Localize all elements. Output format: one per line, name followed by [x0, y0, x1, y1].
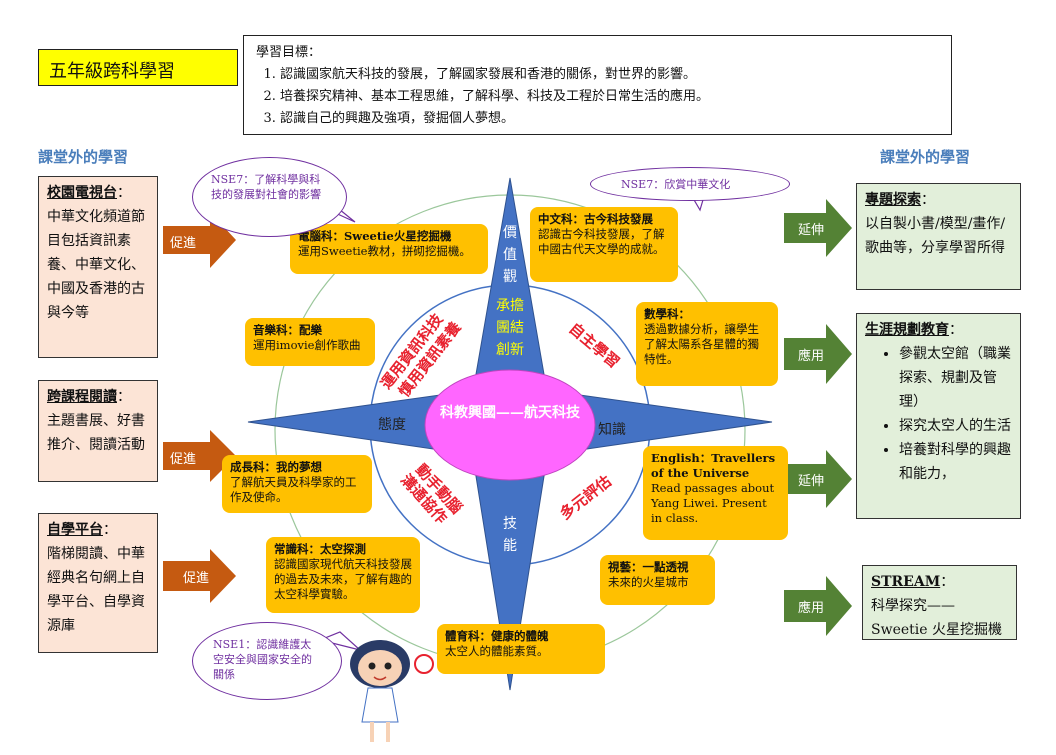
campus-tv-box: 校園電視台： 中華文化頻道節目包括資訊素養、中華文化、中國及香港的古與今等 — [38, 176, 158, 358]
box-title: 自學平台 — [47, 522, 103, 538]
list-item: 探究太空人的生活 — [899, 414, 1012, 438]
goals-heading: 學習目標： — [256, 45, 322, 60]
card-body: 認識國家現代航天科技發展的過去及未來，了解有趣的太空科學實驗。 — [274, 557, 412, 601]
list-item: 培養對科學的興趣和能力， — [899, 438, 1012, 486]
apply-label: 應用 — [798, 349, 825, 364]
outside-learning-right-heading: 課堂外的學習 — [880, 148, 971, 166]
goal-item: 培養探究精神、基本工程思維，了解科學、科技及工程於日常生活的應用。 — [280, 86, 939, 108]
astronaut-girl-illustration — [350, 640, 434, 742]
card-title: 視藝：一點透視 — [608, 560, 689, 574]
card-title: 成長科：我的夢想 — [230, 460, 322, 474]
compass-north-label: 價值觀 — [503, 225, 517, 285]
ring-label-ne: 自主學習 — [565, 319, 623, 371]
card-body: 太空人的體能素質。 — [445, 644, 549, 658]
box-body: 階梯閱讀、中華經典名句網上自學平台、自學資源庫 — [47, 546, 145, 634]
nse1-security-bubble: NSE1：認識維護太空安全與國家安全的關係 — [192, 622, 342, 700]
extend-arrow — [784, 450, 852, 508]
value-item: 創新 — [496, 342, 524, 358]
box-body: 以自製小書/模型/畫作/歌曲等，分享學習所得 — [865, 216, 1006, 256]
goal-item: 認識自己的興趣及強項，發掘個人夢想。 — [280, 108, 939, 130]
box-title: 校園電視台 — [47, 185, 117, 201]
card-title: English：Travellers of the Universe — [651, 451, 776, 480]
bubble-tail — [318, 631, 361, 651]
card-body: 運用Sweetie教材，拼砌挖掘機。 — [298, 244, 471, 258]
stream-box: STREAM： 科學探究——Sweetie 火星挖掘機 — [862, 565, 1017, 640]
goals-list: 認識國家航天科技的發展，了解國家發展和香港的關係，對世界的影響。 培養探究精神、… — [256, 64, 939, 130]
box-body: 中華文化頻道節目包括資訊素養、中華文化、中國及香港的古與今等 — [47, 209, 145, 321]
visual-arts-card: 視藝：一點透視 未來的火星城市 — [600, 555, 715, 605]
card-title: 音樂科：配樂 — [253, 323, 322, 337]
apply-arrow — [784, 576, 852, 636]
card-body: 認識古今科技發展，了解中國古代天文學的成就。 — [538, 227, 665, 256]
extend-arrow — [784, 199, 852, 257]
compass-west-label: 態度 — [378, 417, 406, 433]
box-title: 專題探索 — [865, 192, 921, 208]
goal-item: 認識國家航天科技的發展，了解國家發展和香港的關係，對世界的影響。 — [280, 64, 939, 86]
bullet-list: 參觀太空館（職業探索、規劃及管理） 探究太空人的生活 培養對科學的興趣和能力， — [865, 342, 1012, 486]
nse7-culture-bubble: NSE7：欣賞中華文化 — [590, 167, 790, 201]
growth-subject-card: 成長科：我的夢想 了解航天員及科學家的工作及使命。 — [222, 455, 372, 513]
center-ellipse — [424, 369, 596, 481]
box-title: STREAM — [871, 574, 941, 590]
apply-label: 應用 — [798, 601, 825, 616]
list-item: 參觀太空館（職業探索、規劃及管理） — [899, 342, 1012, 414]
compass-north-values: 承擔 團結 創新 — [495, 295, 525, 361]
math-subject-card: 數學科： 透過數據分析，讓學生了解太陽系各星體的獨特性。 — [636, 302, 778, 386]
compass-east-label: 知識 — [598, 422, 626, 438]
box-body: 主題書展、好書推介、閱讀活動 — [47, 413, 145, 453]
general-studies-card: 常識科：太空探測 認識國家現代航天科技發展的過去及未來，了解有趣的太空科學實驗。 — [266, 537, 420, 613]
nse7-science-bubble: NSE7：了解科學與科技的發展對社會的影響 — [192, 157, 347, 237]
compass-center-label: 科教興國——航天科技 — [440, 405, 580, 421]
pe-subject-card: 體育科：健康的體魄 太空人的體能素質。 — [437, 624, 605, 674]
english-subject-card: English：Travellers of the Universe Read … — [643, 446, 788, 540]
self-learning-platform-box: 自學平台： 階梯閱讀、中華經典名句網上自學平台、自學資源庫 — [38, 513, 158, 653]
card-body: 透過數據分析，讓學生了解太陽系各星體的獨特性。 — [644, 322, 759, 366]
card-body: 運用imovie創作歌曲 — [253, 338, 361, 352]
compass-south-label: 技能 — [503, 516, 517, 554]
card-title: 常識科：太空探測 — [274, 542, 366, 556]
ring-label-se: 多元評估 — [556, 472, 614, 523]
card-title: 電腦科：Sweetie火星挖掘機 — [298, 229, 452, 243]
box-title: 跨課程閱讀 — [47, 389, 117, 405]
promote-arrow — [163, 549, 236, 603]
page-title: 五年級跨科學習 — [38, 49, 238, 86]
project-exploration-box: 專題探索： 以自製小書/模型/畫作/歌曲等，分享學習所得 — [856, 183, 1021, 290]
promote-arrow — [163, 430, 236, 482]
promote-label: 促進 — [183, 571, 210, 586]
outside-learning-left-heading: 課堂外的學習 — [38, 148, 129, 166]
card-title: 數學科： — [644, 307, 690, 321]
box-title: 生涯規劃教育 — [865, 322, 949, 338]
music-subject-card: 音樂科：配樂 運用imovie創作歌曲 — [245, 318, 375, 366]
promote-label: 促進 — [170, 452, 197, 467]
learning-goals: 學習目標： 認識國家航天科技的發展，了解國家發展和香港的關係，對世界的影響。 培… — [243, 35, 952, 135]
chinese-subject-card: 中文科：古今科技發展 認識古今科技發展，了解中國古代天文學的成就。 — [530, 207, 678, 282]
card-title: 中文科：古今科技發展 — [538, 212, 653, 226]
card-title: 體育科：健康的體魄 — [445, 629, 549, 643]
value-item: 團結 — [496, 320, 524, 336]
card-body: Read passages about Yang Liwei. Present … — [651, 481, 775, 525]
card-body: 未來的火星城市 — [608, 575, 689, 589]
box-body: 科學探究——Sweetie 火星挖掘機 — [871, 598, 1002, 638]
promote-label: 促進 — [170, 236, 197, 251]
card-body: 了解航天員及科學家的工作及使命。 — [230, 475, 357, 504]
value-item: 承擔 — [496, 298, 524, 314]
extend-label: 延伸 — [798, 474, 825, 489]
cross-curricular-reading-box: 跨課程閱讀： 主題書展、好書推介、閱讀活動 — [38, 380, 158, 482]
extend-label: 延伸 — [798, 223, 825, 238]
life-planning-box: 生涯規劃教育： 參觀太空館（職業探索、規劃及管理） 探究太空人的生活 培養對科學… — [856, 313, 1021, 519]
apply-arrow — [784, 324, 852, 384]
computer-subject-card: 電腦科：Sweetie火星挖掘機 運用Sweetie教材，拼砌挖掘機。 — [290, 224, 488, 274]
